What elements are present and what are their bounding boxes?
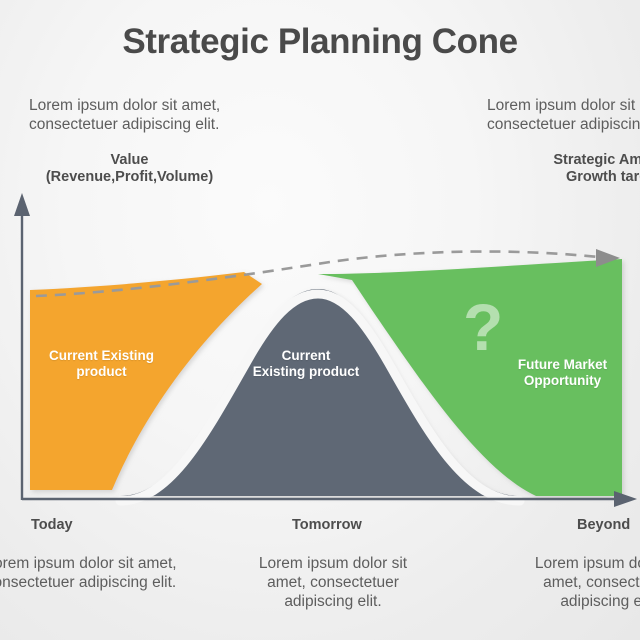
y-axis: [14, 193, 30, 500]
x-axis-label-today: Today: [31, 517, 73, 533]
top-right-heading: Strategic AmbitionGrowth targets: [553, 152, 640, 185]
top-left-heading: Value(Revenue,Profit,Volume): [45, 152, 214, 185]
x-axis-label-tomorrow: Tomorrow: [292, 517, 362, 533]
top-right-paragraph: Lorem ipsum dolor sit amet,consectetuer …: [487, 97, 640, 133]
trend-dashed-curve: [35, 249, 620, 298]
bottom-right-paragraph: Lorem ipsum dolor sit amet, consectetuer…: [534, 555, 640, 610]
y-axis-arrow-head: [14, 193, 30, 216]
bottom-center-paragraph: Lorem ipsum dolor sit amet, consectetuer…: [258, 555, 408, 610]
region-gray: [30, 289, 622, 496]
x-axis-arrow-head: [614, 491, 637, 507]
bottom-left-paragraph: Lorem ipsum dolor sit amet, consectetuer…: [0, 555, 177, 591]
bell-right-outline: [313, 289, 525, 506]
x-axis-label-beyond: Beyond: [577, 517, 631, 533]
region-orange: [30, 272, 262, 490]
question-mark-icon: ?: [463, 290, 504, 364]
bell-left-outline: [115, 289, 323, 506]
region-green: [318, 259, 622, 496]
trend-arrow-head: [596, 249, 620, 267]
page-title: Strategic Planning Cone: [122, 22, 518, 61]
x-axis: [22, 491, 637, 507]
top-left-paragraph: Lorem ipsum dolor sit amet,consectetuer …: [29, 97, 221, 133]
